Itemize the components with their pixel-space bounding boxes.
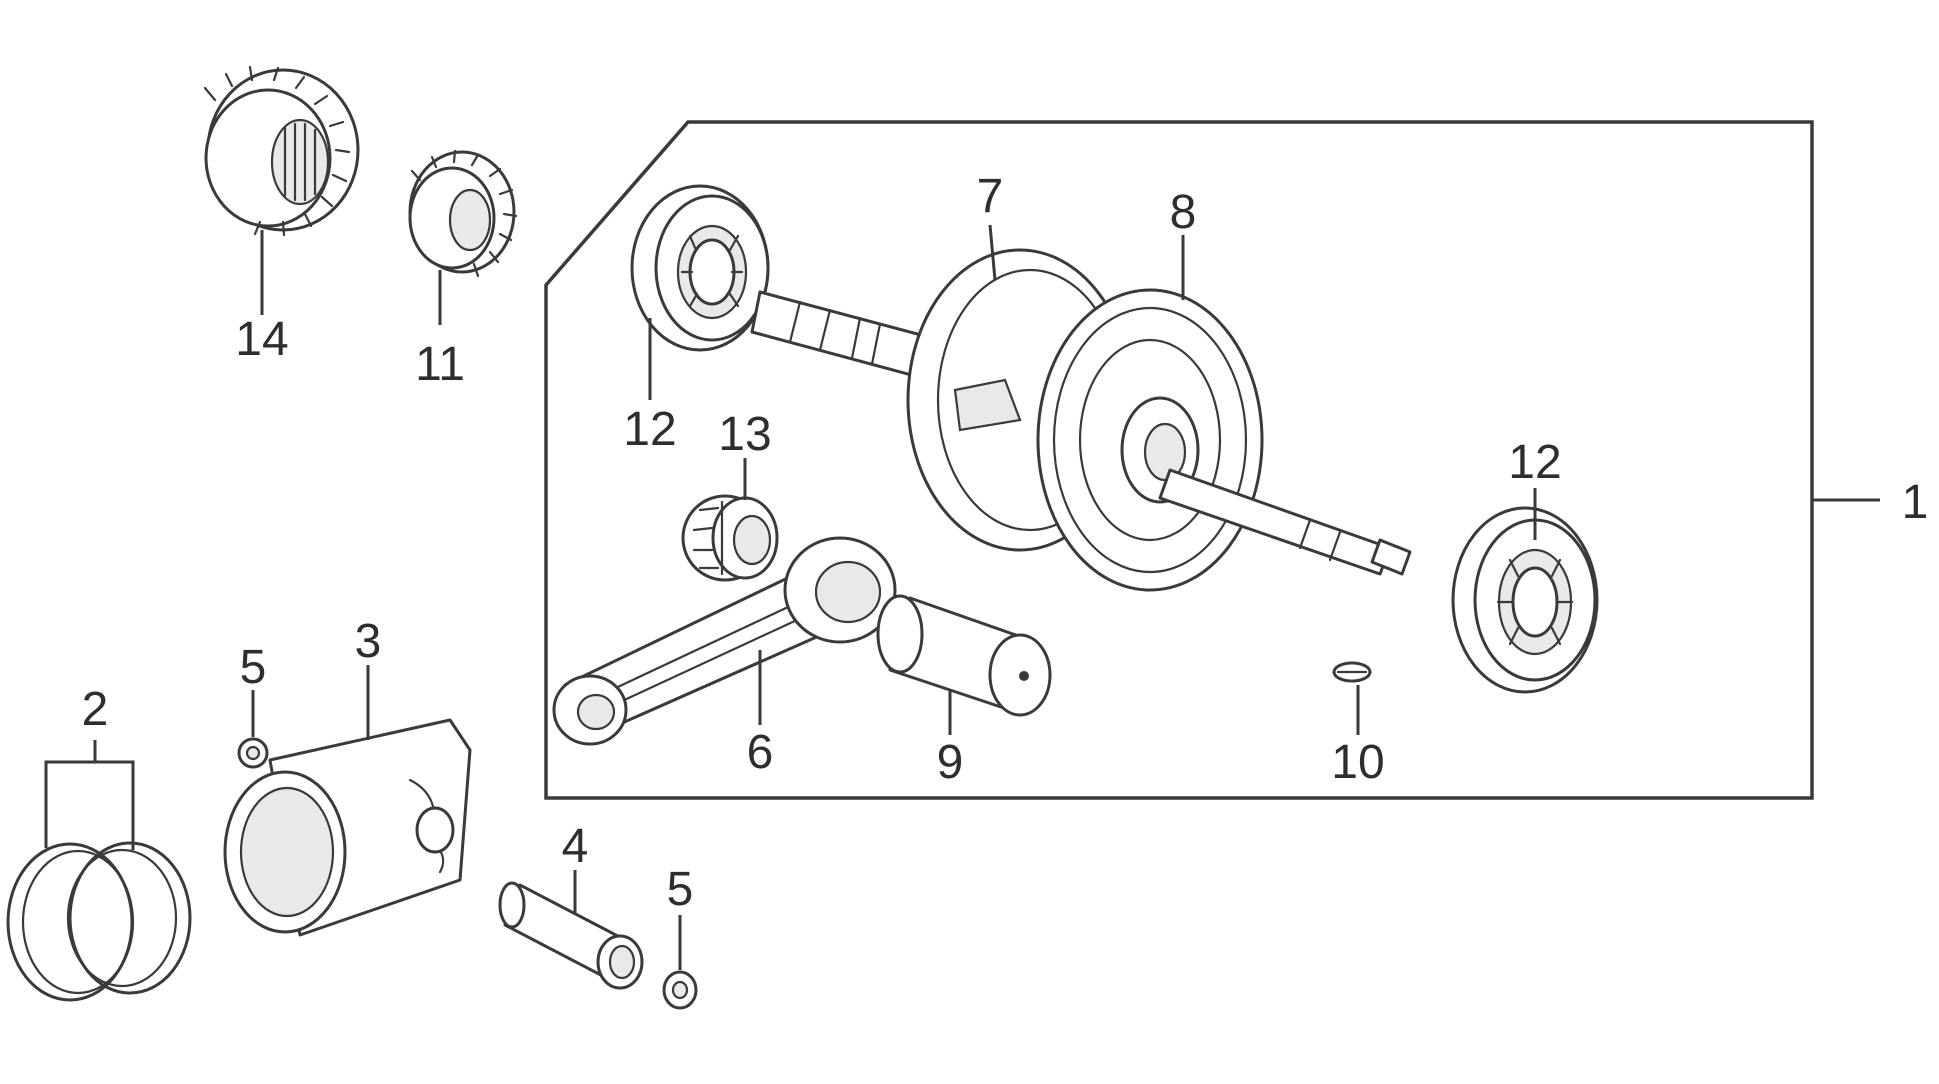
callout-small-gear: 11 xyxy=(415,338,465,391)
right-bearing-part xyxy=(1451,506,1599,694)
needle-bearing-part xyxy=(681,494,779,582)
callout-connecting-rod: 6 xyxy=(747,726,774,779)
callout-pin-clip-lower: 5 xyxy=(667,863,694,916)
pin-clip-upper-part xyxy=(237,737,269,769)
piston-part xyxy=(223,718,472,937)
piston-pin-part xyxy=(498,881,644,990)
crank-right-shaft xyxy=(1158,468,1412,576)
callout-assembly: 1 xyxy=(1902,476,1929,529)
woodruff-key-part xyxy=(1332,661,1372,683)
small-gear-part xyxy=(408,149,518,278)
left-bearing-part xyxy=(630,184,770,352)
crank-pin-part xyxy=(876,594,1052,717)
callout-left-bearing: 12 xyxy=(623,403,676,456)
large-gear-part xyxy=(203,65,360,237)
callout-piston-rings: 2 xyxy=(82,683,109,736)
callout-piston: 3 xyxy=(355,615,382,668)
callout-large-gear: 14 xyxy=(235,313,288,366)
callout-crank-left: 7 xyxy=(977,170,1004,223)
callout-crank-pin: 9 xyxy=(937,736,964,789)
leader-piston-rings xyxy=(44,740,135,850)
callout-right-bearing: 12 xyxy=(1508,436,1561,489)
callout-pin-clip-upper: 5 xyxy=(240,641,267,694)
callout-piston-pin: 4 xyxy=(562,820,589,873)
callout-crank-right: 8 xyxy=(1170,186,1197,239)
callout-needle-bearing: 13 xyxy=(718,408,771,461)
assembly-frame xyxy=(544,120,1814,800)
leader-crank-left xyxy=(988,224,997,281)
connecting-rod-part xyxy=(552,536,897,746)
piston-rings-part xyxy=(6,841,192,1002)
pin-clip-lower-part xyxy=(662,970,698,1010)
callout-woodruff-key: 10 xyxy=(1331,736,1384,789)
crank-web-right xyxy=(1036,288,1264,592)
